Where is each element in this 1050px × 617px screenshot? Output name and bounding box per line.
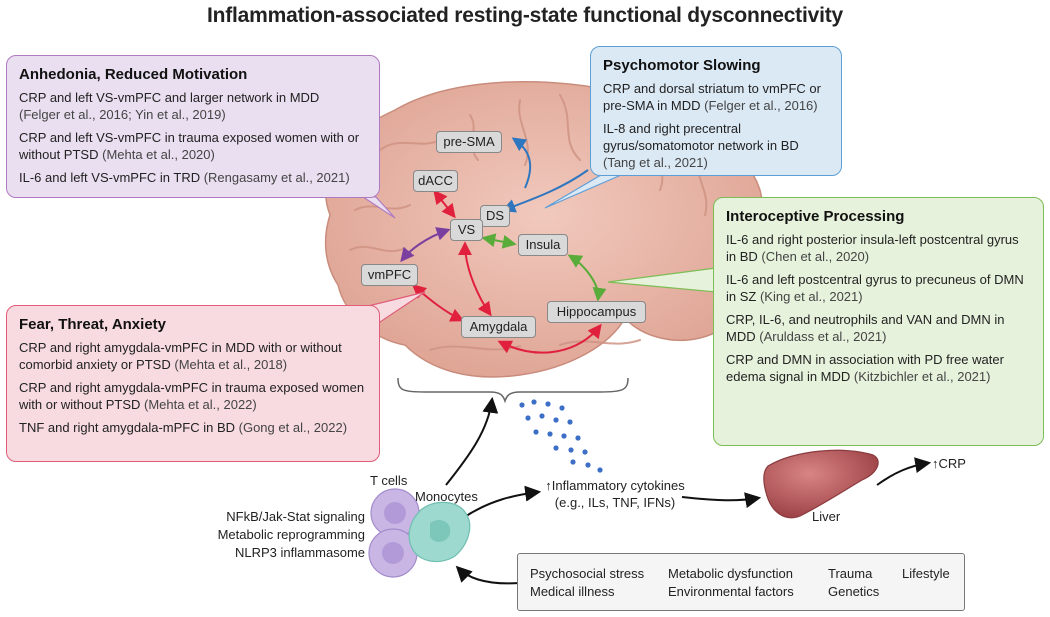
finding-reference: (King et al., 2021): [759, 289, 863, 304]
factor-item: Medical illness: [530, 584, 615, 599]
finding-text: CRP and right amygdala-vmPFC in MDD with…: [19, 340, 342, 372]
region-amygdala: Amygdala: [461, 316, 536, 338]
t-cells-label: T cells: [370, 473, 408, 488]
finding-reference: (Kitzbichler et al., 2021): [853, 369, 991, 384]
finding-text: IL-6 and right posterior insula-left pos…: [726, 232, 1019, 264]
factor-item: Lifestyle: [902, 566, 950, 581]
finding-text: CRP and right amygdala-vmPFC in trauma e…: [19, 380, 365, 412]
panel-heading: Psychomotor Slowing: [603, 57, 761, 74]
factor-item: Psychosocial stress: [530, 566, 645, 581]
region-vs: VS: [450, 219, 483, 241]
diagram-title: Inflammation-associated resting-state fu…: [206, 4, 843, 27]
finding-text: CRP and left VS-vmPFC in trauma exposed …: [19, 130, 360, 162]
finding-item: IL-6 and left VS-vmPFC in TRD (Rengasamy…: [19, 169, 367, 186]
finding-reference: (Gong et al., 2022): [238, 420, 348, 435]
finding-text: IL-6 and left postcentral gyrus to precu…: [726, 272, 1024, 304]
finding-text: TNF and right amygdala-mPFC in BD: [19, 420, 236, 435]
panel-heading: Fear, Threat, Anxiety: [19, 316, 166, 333]
panel-heading: Anhedonia, Reduced Motivation: [19, 66, 248, 83]
finding-reference: (Rengasamy et al., 2021): [203, 170, 350, 185]
finding-reference: (Tang et al., 2021): [603, 155, 708, 170]
finding-item: CRP and left VS-vmPFC and larger network…: [19, 89, 367, 123]
factor-item: Genetics: [828, 584, 880, 599]
finding-item: IL-6 and right posterior insula-left pos…: [726, 231, 1031, 265]
region-insula: Insula: [518, 234, 568, 256]
finding-text: CRP and dorsal striatum to vmPFC or pre-…: [603, 81, 821, 113]
liver-label: Liver: [812, 509, 841, 524]
pathway-label: Metabolic reprogramming: [217, 527, 365, 542]
finding-item: IL-6 and left postcentral gyrus to precu…: [726, 271, 1031, 305]
finding-text: IL-6 and left VS-vmPFC in TRD: [19, 170, 201, 185]
finding-item: CRP and right amygdala-vmPFC in trauma e…: [19, 379, 367, 413]
finding-reference: (Mehta et al., 2018): [174, 357, 288, 372]
immune-cells-icon: [368, 488, 471, 578]
finding-reference: (Felger et al., 2016): [704, 98, 818, 113]
region-ds: DS: [480, 205, 510, 227]
finding-reference: (Chen et al., 2020): [761, 249, 870, 264]
factor-item: Metabolic dysfunction: [668, 566, 794, 581]
finding-reference: (Felger et al., 2016; Yin et al., 2019): [19, 107, 226, 122]
finding-item: IL-8 and right precentral gyrus/somatomo…: [603, 120, 829, 171]
finding-text: IL-8 and right precentral gyrus/somatomo…: [603, 121, 799, 153]
anhedonia-panel: Anhedonia, Reduced Motivation CRP and le…: [6, 55, 380, 198]
pathway-label: NLRP3 inflammasome: [234, 545, 365, 560]
finding-item: CRP and DMN in association with PD free …: [726, 351, 1031, 385]
region-dacc: dACC: [413, 170, 458, 192]
cytokines-examples: (e.g., ILs, TNF, IFNs): [554, 495, 676, 510]
finding-item: CRP and dorsal striatum to vmPFC or pre-…: [603, 80, 829, 114]
fear-panel: Fear, Threat, Anxiety CRP and right amyg…: [6, 305, 380, 462]
panel-heading: Interoceptive Processing: [726, 208, 905, 225]
liver-icon: [763, 449, 879, 519]
crp-label: ↑CRP: [932, 456, 966, 471]
finding-reference: (Mehta et al., 2020): [102, 147, 215, 162]
monocytes-label: Monocytes: [415, 489, 478, 504]
risk-factors-box: Psychosocial stress Metabolic dysfunctio…: [517, 553, 965, 611]
finding-item: CRP and left VS-vmPFC in trauma exposed …: [19, 129, 367, 163]
interoceptive-panel: Interoceptive Processing IL-6 and right …: [713, 197, 1044, 446]
finding-text: CRP, IL-6, and neutrophils and VAN and D…: [726, 312, 1005, 344]
cytokines-label: ↑Inflammatory cytokines: [545, 478, 685, 493]
psychomotor-panel: Psychomotor Slowing CRP and dorsal stria…: [590, 46, 842, 176]
finding-item: TNF and right amygdala-mPFC in BD (Gong …: [19, 419, 367, 436]
finding-item: CRP and right amygdala-vmPFC in MDD with…: [19, 339, 367, 373]
finding-text: CRP and DMN in association with PD free …: [726, 352, 1004, 384]
factor-item: Environmental factors: [668, 584, 794, 599]
factor-item: Trauma: [828, 566, 873, 581]
finding-reference: (Mehta et al., 2022): [144, 397, 257, 412]
region-pre-sma: pre-SMA: [436, 131, 502, 153]
finding-item: CRP, IL-6, and neutrophils and VAN and D…: [726, 311, 1031, 345]
pathway-label: NFkB/Jak-Stat signaling: [226, 509, 365, 524]
finding-reference: (Aruldass et al., 2021): [759, 329, 887, 344]
region-hippocampus: Hippocampus: [547, 301, 646, 323]
finding-text: CRP and left VS-vmPFC and larger network…: [19, 90, 320, 105]
region-vmpfc: vmPFC: [361, 264, 418, 286]
